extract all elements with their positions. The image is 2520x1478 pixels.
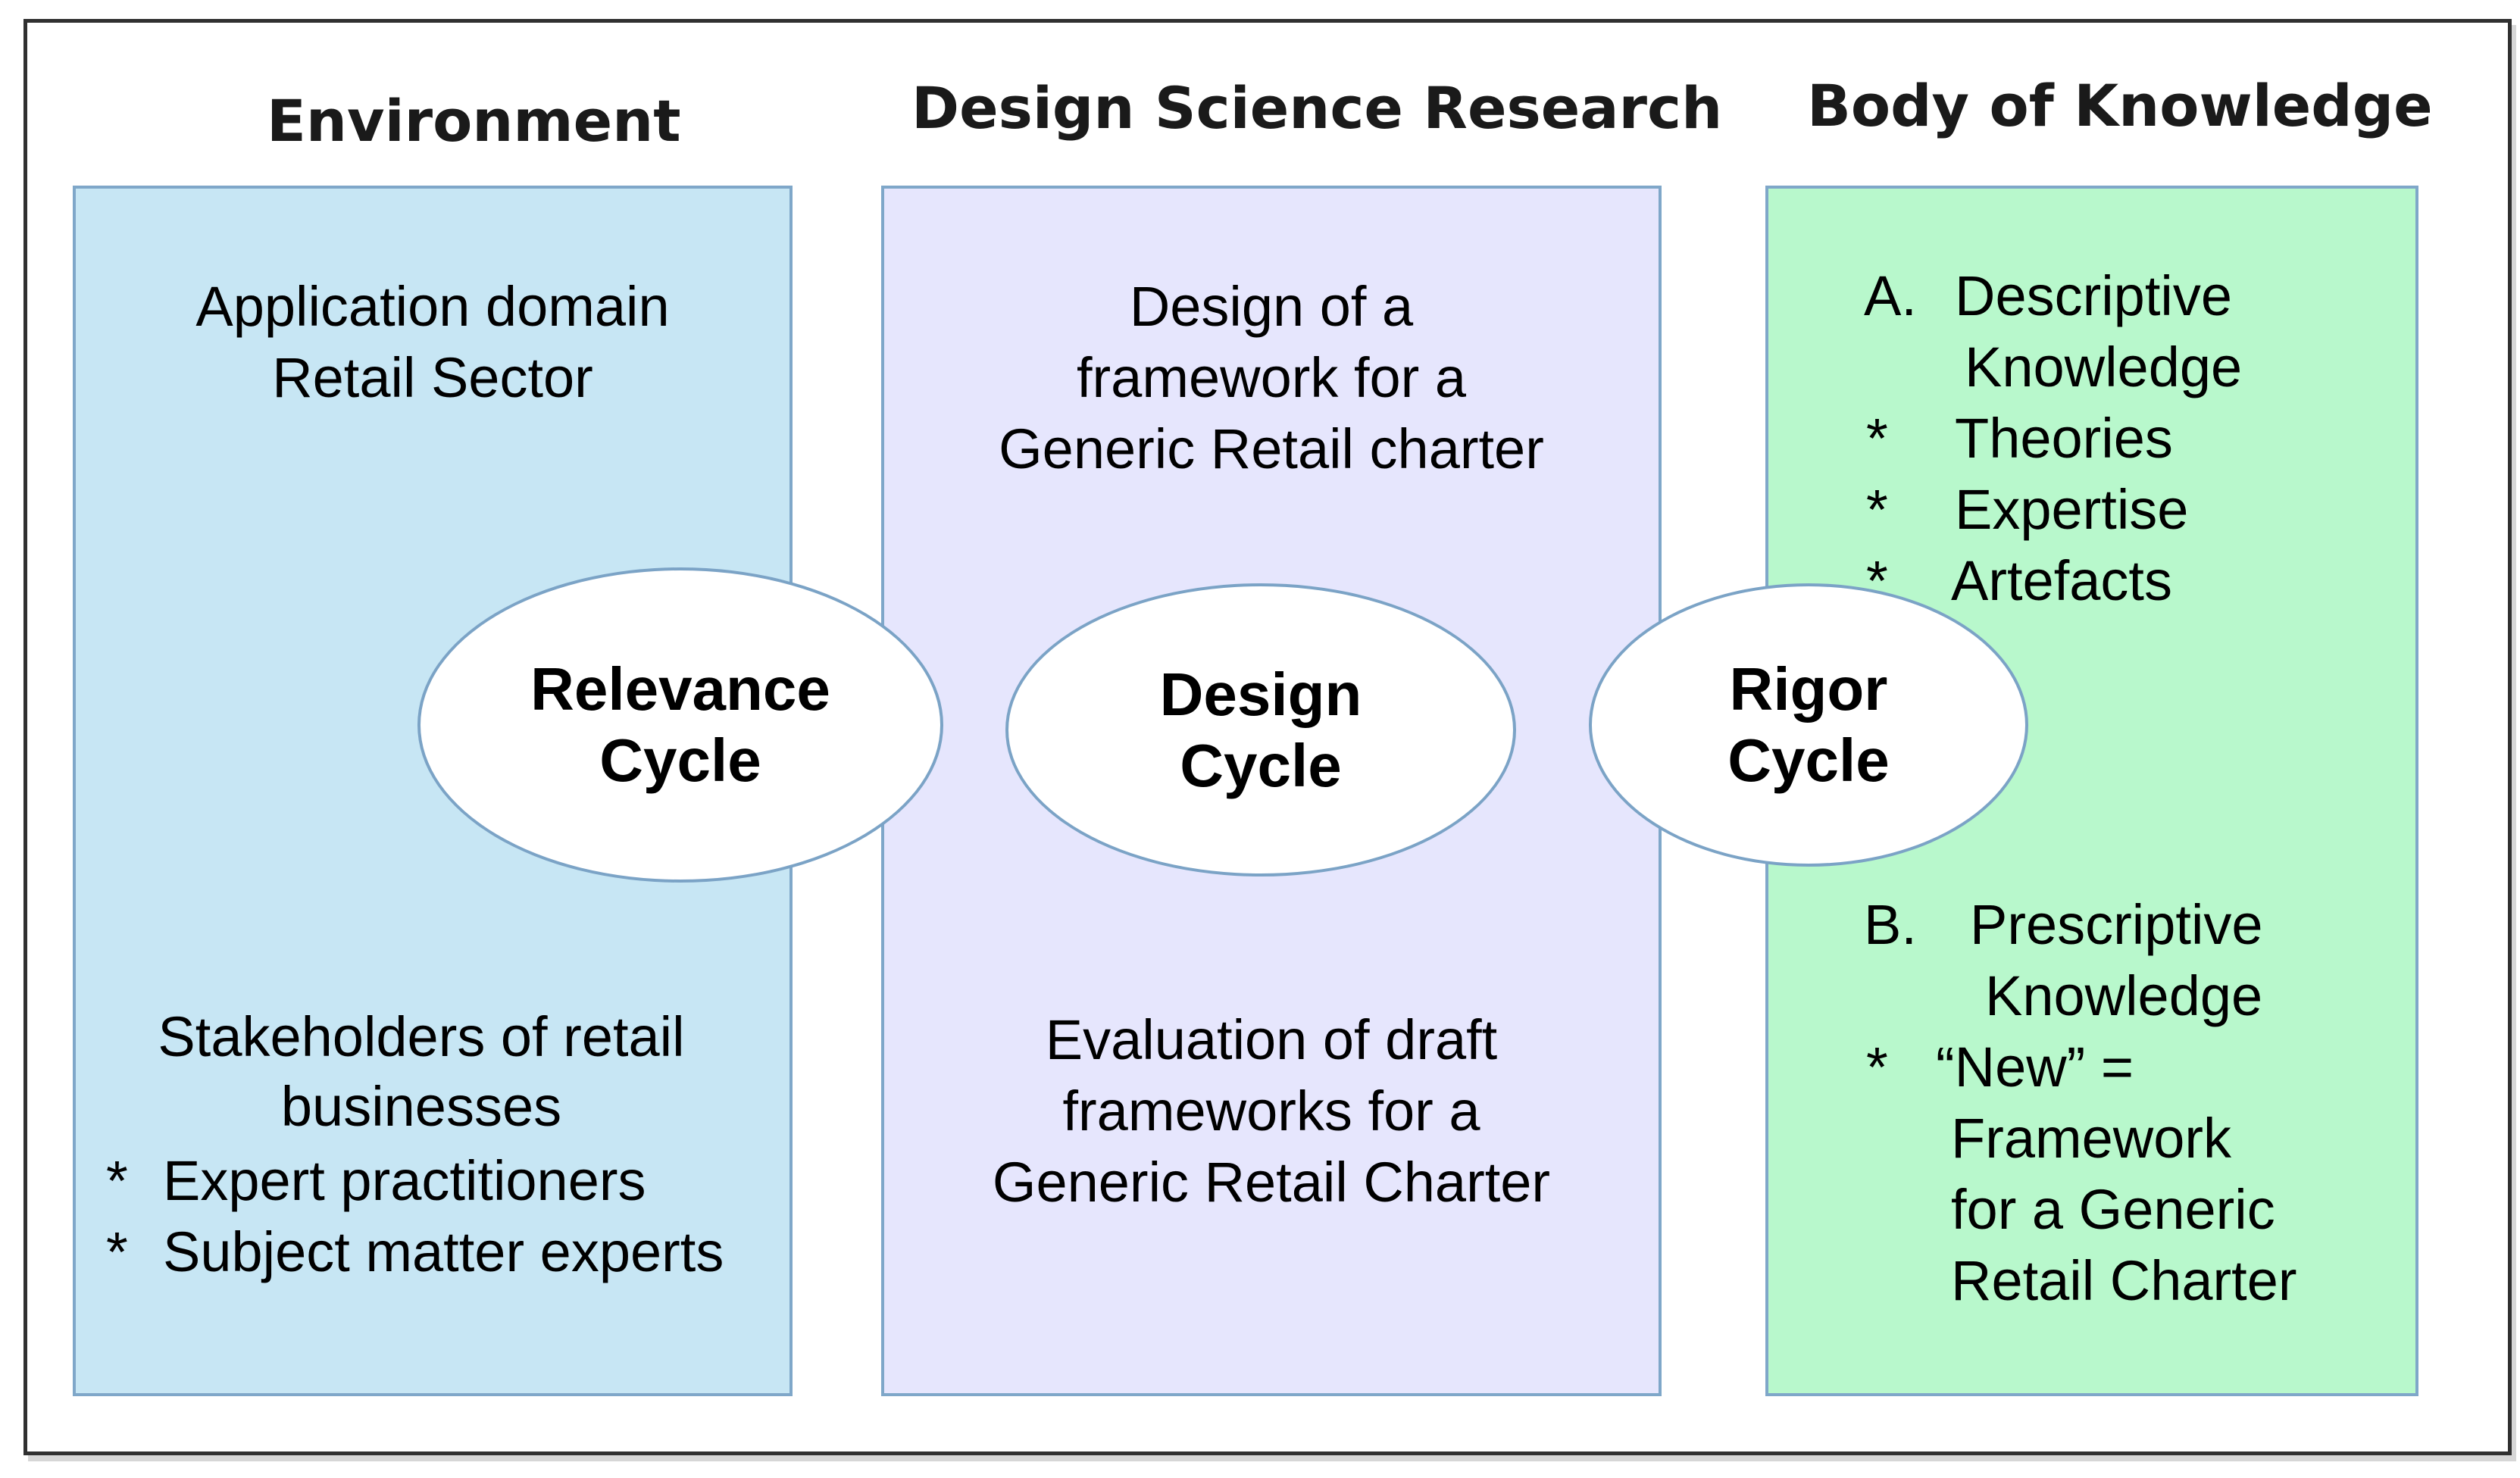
rigor-cycle-label: Rigor xyxy=(1729,655,1888,723)
heading-body-of-knowledge: Body of Knowledge xyxy=(1807,72,2433,139)
knowledge-bullet-marker: * xyxy=(1866,478,1888,541)
rigor-cycle-ellipse: Rigor Cycle xyxy=(1589,583,2028,867)
heading-environment: Environment xyxy=(267,87,681,155)
knowledge-prescriptive: Prescriptive xyxy=(1970,893,2263,956)
knowledge-generic-line: for a Generic xyxy=(1951,1178,2275,1241)
knowledge-new-line: “New” = xyxy=(1936,1036,2134,1098)
knowledge-panel xyxy=(1765,186,2418,1396)
knowledge-bullet-marker: * xyxy=(1866,407,1888,470)
knowledge-a-marker: A. xyxy=(1864,264,1917,327)
design-cycle-ellipse: Design Cycle xyxy=(1005,583,1516,876)
environment-bullet-subject-matter-experts: Subject matter experts xyxy=(163,1220,724,1283)
dsr-framework-line: framework for a xyxy=(1076,346,1467,409)
relevance-cycle-label-2: Cycle xyxy=(599,727,761,794)
knowledge-retail-charter-line: Retail Charter xyxy=(1951,1249,2297,1312)
dsr-frameworks-line: frameworks for a xyxy=(1062,1080,1480,1142)
knowledge-descriptive-knowledge: Knowledge xyxy=(1965,336,2243,398)
knowledge-bullet-theories: Theories xyxy=(1955,407,2173,470)
knowledge-framework-line: Framework xyxy=(1951,1107,2232,1170)
environment-bullet-marker: * xyxy=(106,1220,128,1283)
diagram-frame xyxy=(23,19,2512,1455)
environment-application-domain: Application domain xyxy=(195,275,670,338)
knowledge-bullet-expertise: Expertise xyxy=(1955,478,2189,541)
knowledge-bullet-marker: * xyxy=(1866,1036,1888,1098)
environment-retail-sector: Retail Sector xyxy=(272,346,593,409)
rigor-cycle-label-2: Cycle xyxy=(1727,727,1890,794)
knowledge-prescriptive-knowledge: Knowledge xyxy=(1985,964,2263,1027)
knowledge-bullet-artefacts: Artefacts xyxy=(1951,549,2172,612)
dsr-evaluation-line: Evaluation of draft xyxy=(1045,1008,1498,1071)
dsr-generic-charter-line: Generic Retail charter xyxy=(999,417,1544,480)
dsr-design-line: Design of a xyxy=(1129,275,1414,338)
relevance-cycle-label: Relevance xyxy=(530,655,830,723)
environment-bullet-expert-practitioners: Expert practitioners xyxy=(163,1149,646,1212)
design-cycle-label-2: Cycle xyxy=(1180,731,1342,799)
design-cycle-label: Design xyxy=(1159,660,1362,728)
knowledge-b-marker: B. xyxy=(1864,893,1917,956)
environment-stakeholders: Stakeholders of retail xyxy=(158,1005,685,1068)
environment-businesses: businesses xyxy=(280,1075,562,1138)
dsr-generic-charter-line-2: Generic Retail Charter xyxy=(992,1151,1551,1214)
heading-design-science-research: Design Science Research xyxy=(911,74,1723,142)
relevance-cycle-ellipse: Relevance Cycle xyxy=(417,567,943,883)
environment-bullet-marker: * xyxy=(106,1149,128,1212)
knowledge-descriptive: Descriptive xyxy=(1955,264,2232,327)
